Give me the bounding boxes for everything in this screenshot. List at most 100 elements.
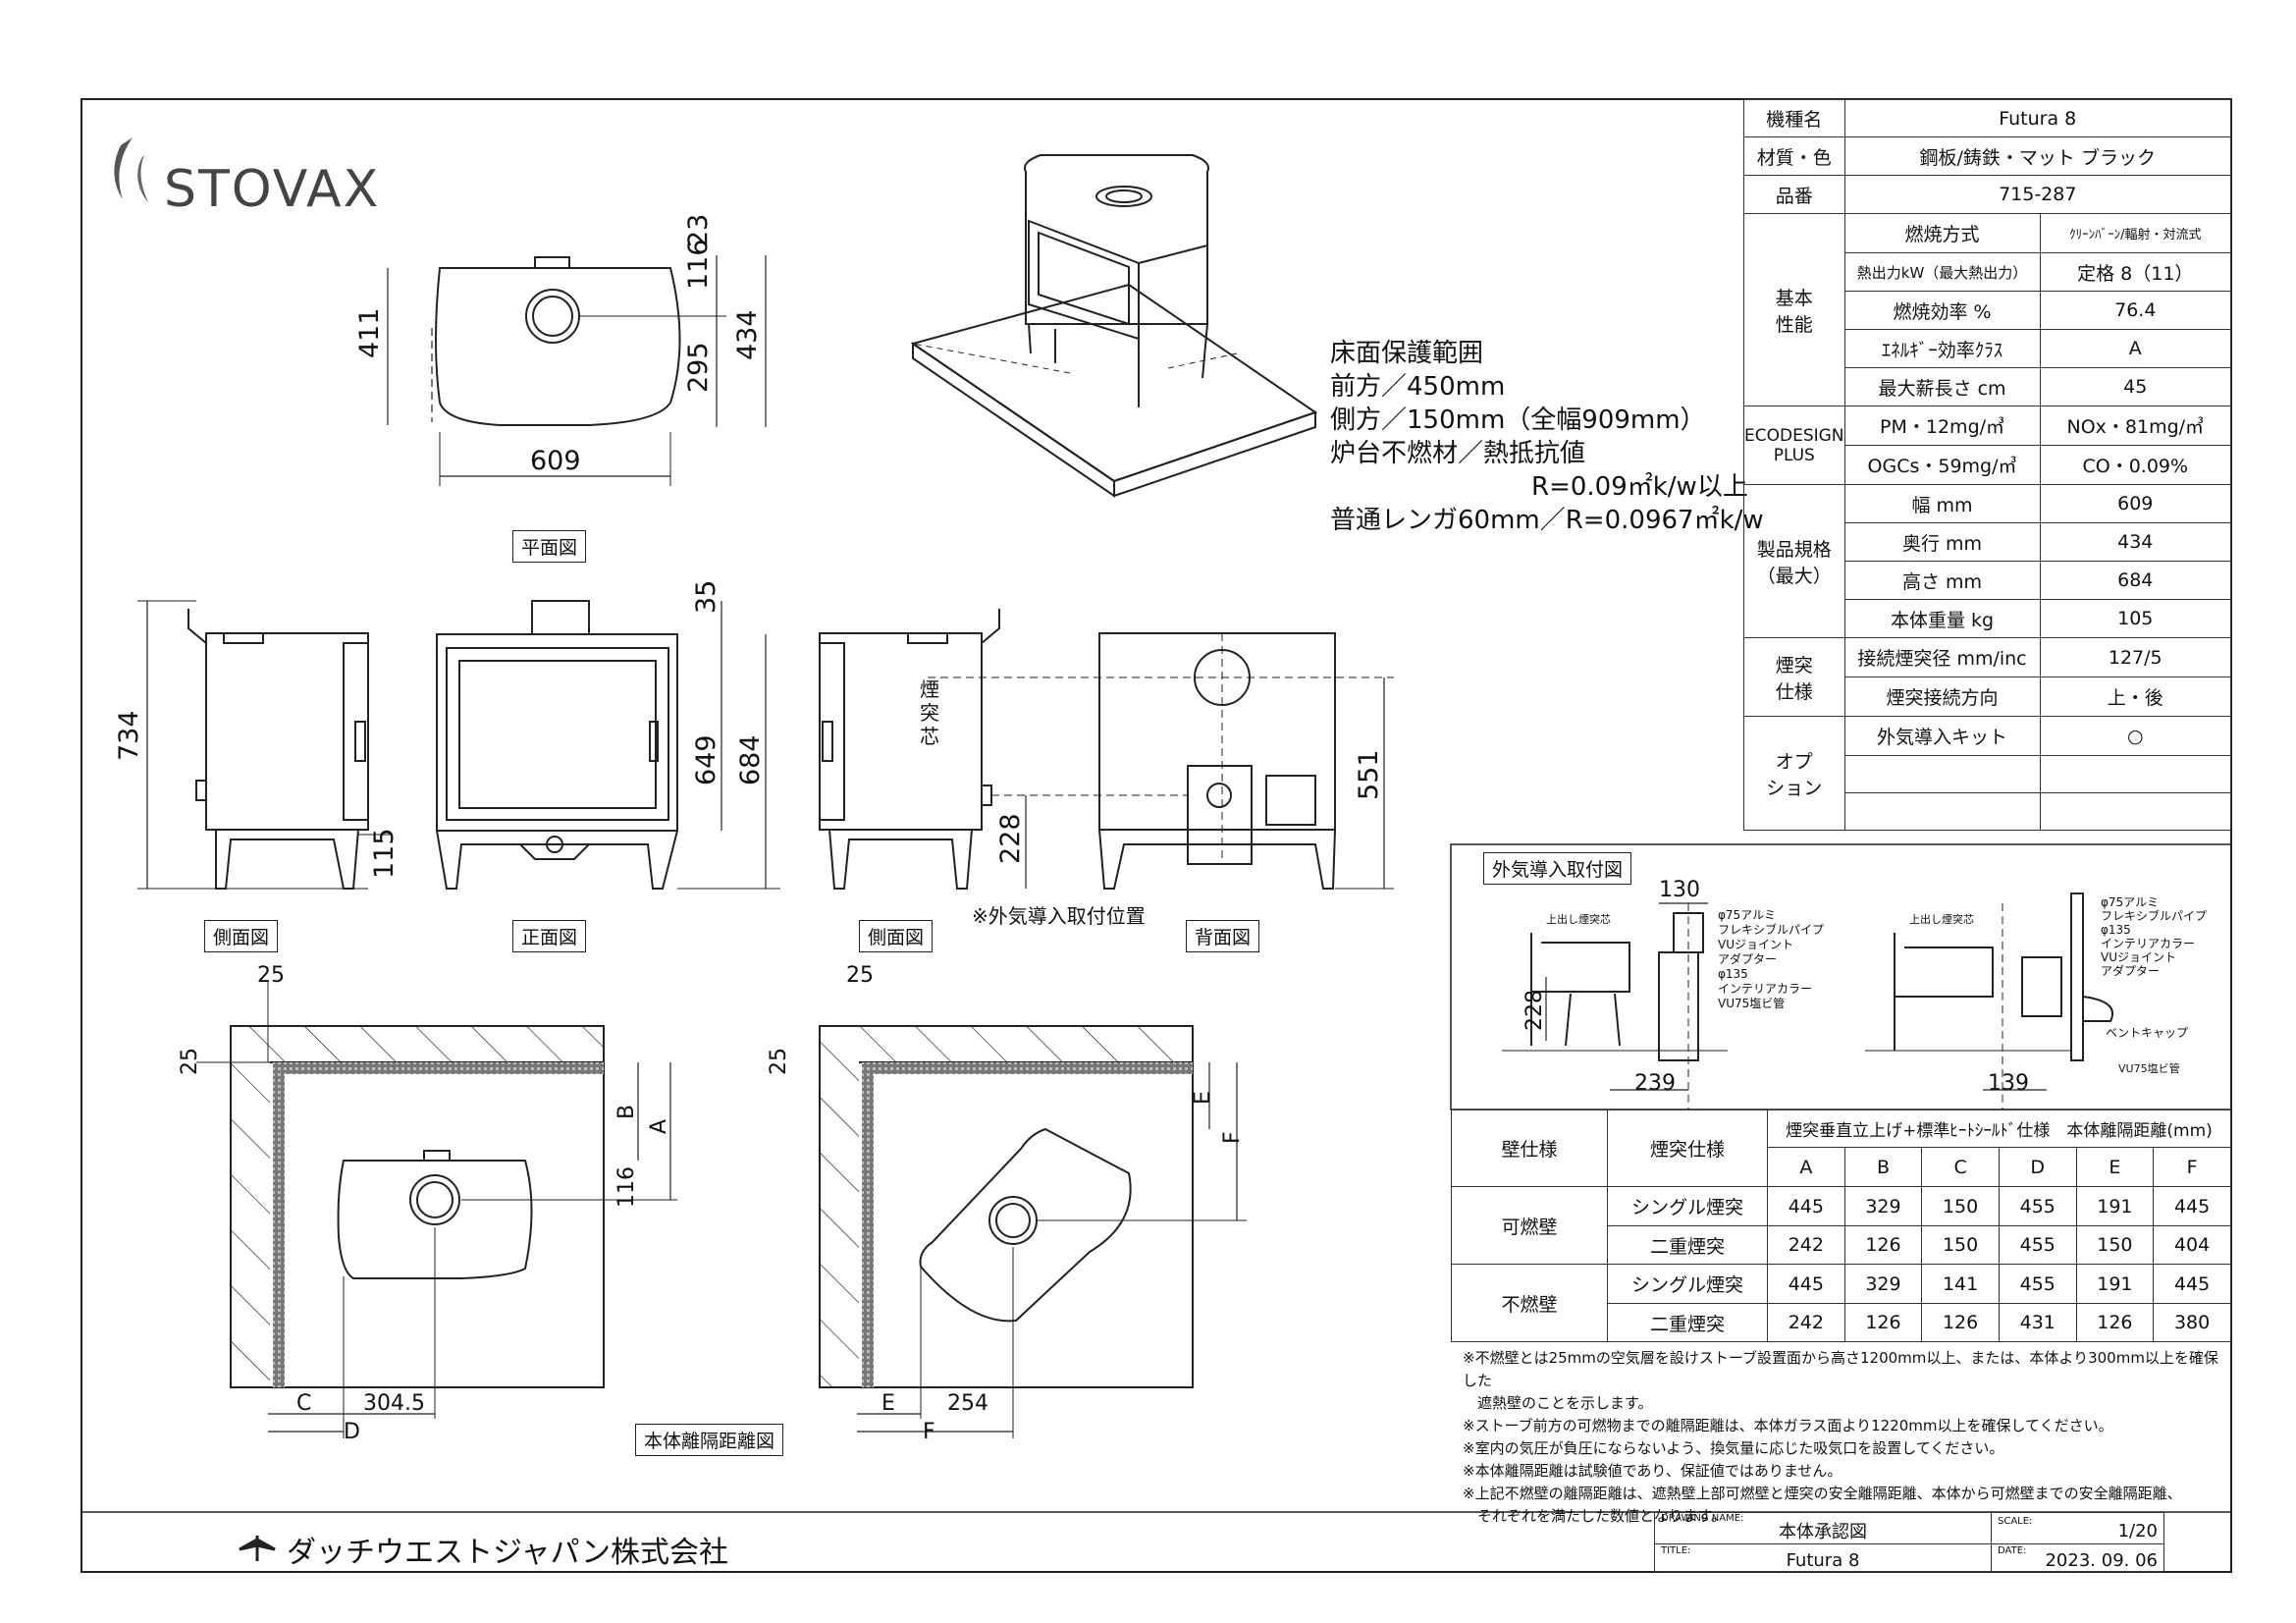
clearance-value: 445 [1767, 1264, 1845, 1304]
title-block: DRAWING NAME:本体承認図 SCALE:1/20 TITLE:Futu… [1654, 1512, 2164, 1572]
clearance-value: 445 [2153, 1264, 2231, 1304]
clearance-value: 455 [1998, 1186, 2077, 1226]
clearance-value: 242 [1767, 1225, 1845, 1265]
clearance-col-header: C [1921, 1147, 2000, 1187]
clearance-value: 455 [1998, 1225, 2077, 1265]
spec-eco-value: CO・0.09% [2039, 445, 2232, 485]
dim-115: 115 [369, 828, 400, 879]
dim-d-F-vert: F [1220, 1131, 1245, 1144]
spec-basic-value: 45 [2039, 367, 2232, 406]
spec-size-value: 434 [2039, 522, 2232, 562]
clearance-value: 191 [2075, 1264, 2155, 1304]
tb-date: 2023. 09. 06 [2045, 1549, 2158, 1571]
label-back-view: 背面図 [1186, 920, 1260, 952]
dim-23: 23 [683, 214, 714, 247]
clearance-value: 126 [1843, 1303, 1923, 1342]
stovax-logo: STOVAX [114, 137, 378, 219]
dim-c-D: D [344, 1420, 360, 1444]
label-side-view-1: 側面図 [204, 920, 279, 952]
note-line: 遮熱壁のことを示します。 [1463, 1394, 1653, 1412]
spec-material-label: 材質・色 [1743, 136, 1845, 176]
air-kit-left-label: フレキシブルパイプ [1718, 923, 1825, 937]
spec-flue-value: 上・後 [2039, 676, 2232, 717]
spec-basic-group: 基本 性能 [1743, 213, 1845, 406]
clearance-value: 242 [1767, 1303, 1845, 1342]
spec-size-key: 奥行 mm [1843, 522, 2041, 562]
spec-option-value [2039, 755, 2232, 793]
clearance-diagram-corner [819, 1025, 1247, 1438]
spec-model: Futura 8 [1843, 99, 2232, 137]
clearance-header-span: 煙突垂直立上げ+標準ﾋｰﾄｼｰﾙﾄﾞ仕様 本体離隔距離(mm) [1767, 1109, 2231, 1148]
clearance-diagram-wall [196, 982, 677, 1438]
tb-title-label: TITLE: [1661, 1544, 1691, 1556]
dim-609: 609 [530, 446, 581, 476]
dim-k-228: 228 [1522, 990, 1547, 1031]
floor-protection-material: 炉台不燃材／熱抵抗値 [1330, 439, 1586, 468]
air-kit-left-label: φ75アルミ [1718, 908, 1777, 922]
dim-k-239: 239 [1634, 1071, 1676, 1096]
dim-35: 35 [691, 580, 721, 614]
clearance-value: 150 [1921, 1186, 2000, 1226]
table-row: 可燃壁 シングル煙突 445 329 150 455 191 445 [1451, 1186, 2231, 1265]
clearance-flue-type: 二重煙突 [1607, 1225, 1768, 1265]
tb-scale: 1/20 [2117, 1520, 2158, 1542]
spec-part-label: 品番 [1743, 175, 1845, 214]
plan-view [387, 255, 767, 486]
note-line: ※ストーブ前方の可燃物までの離隔距離は、本体ガラス面より1220mm以上を確保し… [1463, 1417, 2113, 1434]
dim-649: 649 [691, 734, 721, 785]
spec-size-value: 684 [2039, 561, 2232, 600]
vu-pipe-label: VU75塩ビ管 [2118, 1062, 2180, 1075]
back-view [1098, 632, 1394, 890]
clearance-table: 壁仕様 煙突仕様 煙突垂直立上げ+標準ﾋｰﾄｼｰﾙﾄﾞ仕様 本体離隔距離(mm)… [1451, 1109, 2231, 1342]
clearance-value: 431 [1998, 1303, 2077, 1342]
tb-scale-label: SCALE: [1998, 1515, 2033, 1527]
clearance-wall-type: 不燃壁 [1451, 1264, 1608, 1342]
clearance-value: 329 [1843, 1264, 1923, 1304]
dim-d-E-vert: E [1191, 1091, 1215, 1105]
dim-c-C: C [296, 1391, 311, 1416]
company-name: ダッチウエストジャパン株式会社 [287, 1536, 728, 1570]
spec-basic-key: 燃焼効率 % [1843, 291, 2041, 330]
dim-434: 434 [732, 309, 763, 360]
clearance-col-header: A [1767, 1147, 1845, 1187]
side-view-left [137, 600, 393, 890]
label-air-kit: 外気導入取付図 [1483, 852, 1632, 885]
note-line: ※不燃壁とは25mmの空気層を設けストーブ設置面から高さ1200mm以上、または… [1463, 1349, 2218, 1389]
floor-protection: 床面保護範囲 前方／450mm 側方／150mm（全幅909mm） 炉台不燃材／… [1330, 337, 1764, 537]
tb-date-label: DATE: [1998, 1544, 2027, 1556]
spec-basic-value: ｸﾘｰﾝﾊﾞｰﾝ/輻射・対流式 [2039, 213, 2232, 253]
air-kit-left-labels: φ75アルミ フレキシブルパイプ VUジョイント アダプター φ135 インテリ… [1718, 908, 1824, 1011]
tb-drawing-name-label: DRAWING NAME: [1661, 1513, 1744, 1524]
air-kit-right-labels: φ75アルミ フレキシブルパイプ φ135 インテリアカラー VUジョイント ア… [2101, 895, 2207, 978]
stove-isometric [910, 154, 1318, 498]
spec-size-key: 高さ mm [1843, 561, 2041, 600]
air-kit-left-top-label: 上出し煙突芯 [1546, 913, 1611, 926]
dim-c-25-left: 25 [178, 1048, 202, 1075]
spec-basic-key: 熱出力kW（最大熱出力） [1843, 252, 2041, 292]
clearance-value: 126 [2075, 1303, 2155, 1342]
spec-size-key: 幅 mm [1843, 484, 2041, 523]
spec-flue-key: 煙突接続方向 [1843, 676, 2041, 717]
spec-basic-key: 燃焼方式 [1843, 213, 2041, 253]
dim-c-3045: 304.5 [363, 1391, 425, 1416]
air-kit-left-label: アダプター [1718, 952, 1778, 966]
note-line: ※上記不燃壁の離隔距離は、遮熱壁上部可燃壁と煙突の安全離隔距離、本体から可燃壁ま… [1463, 1485, 2182, 1502]
spec-option-key [1843, 755, 2041, 793]
air-kit-left-label: VU75塩ビ管 [1718, 997, 1786, 1010]
clearance-header-flue: 煙突仕様 [1607, 1109, 1768, 1187]
spec-option-value: ○ [2039, 716, 2232, 756]
air-kit-right-label: フレキシブルパイプ [2101, 909, 2208, 923]
note-line: ※室内の気圧が負圧にならないよう、換気量に応じた吸気口を設置してください。 [1463, 1439, 2004, 1457]
clearance-value: 150 [1921, 1225, 2000, 1265]
spec-model-label: 機種名 [1743, 99, 1845, 137]
floor-protection-brick: 普通レンガ60mm／R=0.0967㎡k/w [1330, 506, 1764, 535]
clearance-col-header: B [1843, 1147, 1923, 1187]
tb-drawing-name: 本体承認図 [1779, 1522, 1867, 1542]
spec-size-value: 609 [2039, 484, 2232, 523]
clearance-value: 404 [2153, 1225, 2231, 1265]
dim-295: 295 [683, 342, 714, 393]
dim-k-130: 130 [1659, 878, 1700, 902]
clearance-value: 141 [1921, 1264, 2000, 1304]
